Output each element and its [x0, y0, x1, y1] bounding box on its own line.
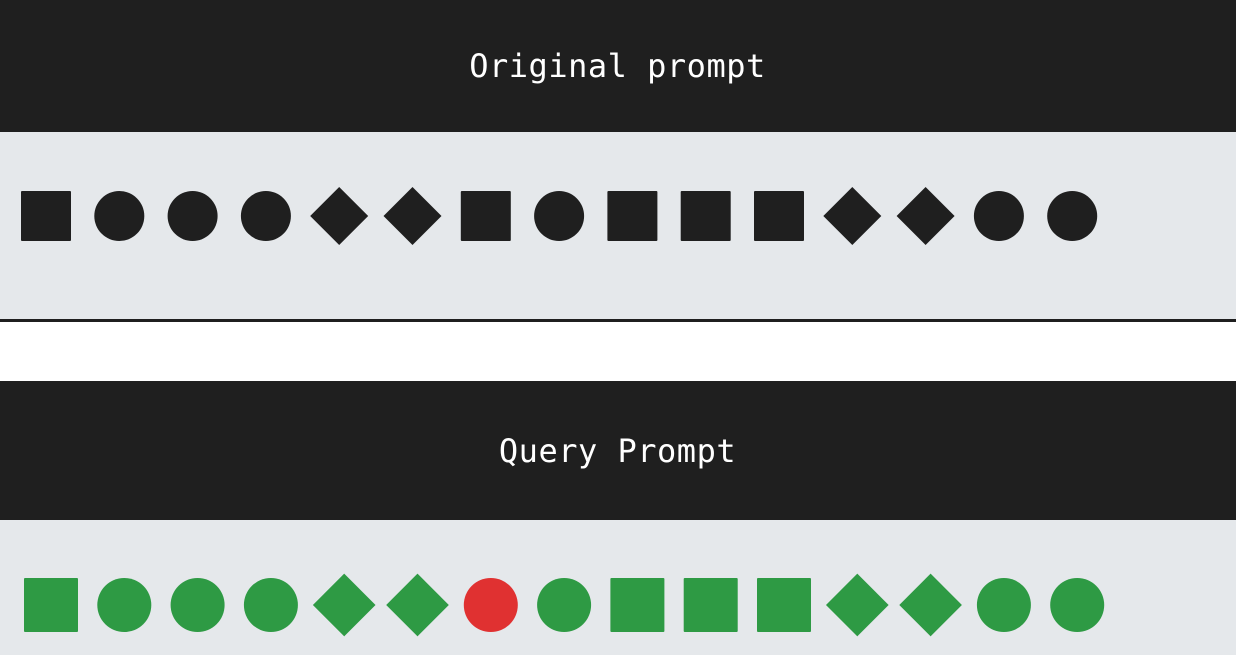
query-shape-diamond-13	[899, 573, 962, 637]
original-prompt-panel: Original prompt	[0, 0, 1236, 322]
original-shape-circle-14	[973, 191, 1024, 241]
query-shape-circle-3	[170, 578, 225, 632]
query-shape-circle-4	[243, 578, 298, 632]
original-shape-diamond-6	[383, 187, 442, 245]
original-shape-circle-2	[94, 191, 145, 241]
query-shape-square-10	[683, 578, 738, 632]
original-shape-square-11	[754, 191, 804, 241]
query-shape-diamond-6	[386, 573, 449, 637]
original-shape-circle-15	[1047, 191, 1098, 241]
original-shape-circle-8	[534, 191, 585, 241]
original-shape-square-9	[607, 191, 658, 241]
query-shape-circle-14	[976, 578, 1031, 632]
query-shape-diamond-12	[825, 573, 889, 637]
query-shape-circle-2	[97, 578, 152, 632]
original-prompt-header: Original prompt	[0, 0, 1236, 132]
query-shape-square-1	[24, 578, 78, 632]
query-shape-circle-7	[463, 578, 518, 632]
original-shape-diamond-13	[896, 187, 955, 245]
original-shape-square-1	[21, 191, 71, 241]
original-shape-diamond-5	[310, 187, 369, 245]
query-shape-square-9	[610, 578, 665, 632]
original-shape-square-10	[680, 191, 731, 241]
original-shape-circle-3	[167, 191, 218, 241]
original-shape-square-7	[460, 191, 511, 241]
original-shape-circle-4	[240, 191, 291, 241]
query-shape-circle-8	[537, 578, 592, 632]
query-shape-square-11	[757, 578, 811, 632]
query-shape-diamond-5	[312, 573, 376, 637]
query-prompt-title: Query Prompt	[498, 431, 737, 470]
original-shape-diamond-12	[823, 187, 882, 245]
query-prompt-header: Query Prompt	[0, 381, 1236, 520]
query-shape-circle-15	[1050, 578, 1105, 632]
original-prompt-title: Original prompt	[469, 47, 766, 85]
